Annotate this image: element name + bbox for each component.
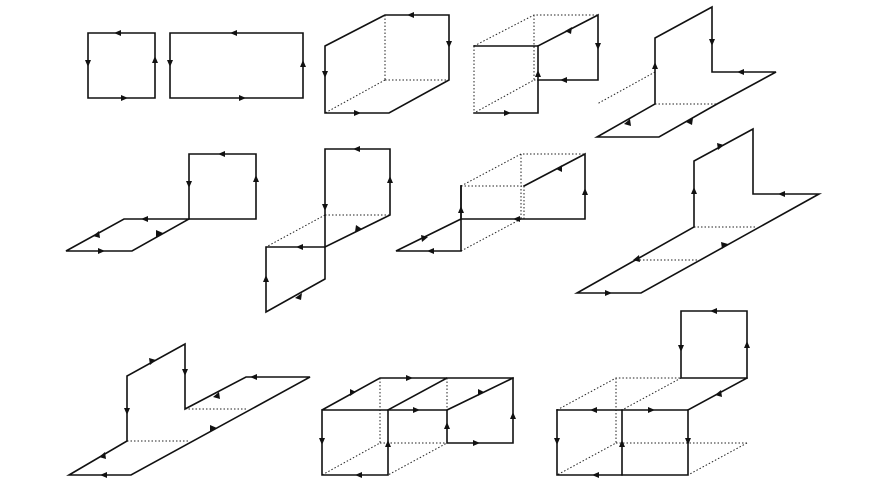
prism-loop-back-edges bbox=[473, 13, 601, 116]
arrow-icon bbox=[263, 146, 393, 300]
arrow-icon bbox=[85, 30, 158, 101]
wall-and-floor-loop bbox=[593, 5, 777, 138]
rectangle-loop bbox=[167, 30, 306, 101]
arrow-icon bbox=[99, 358, 257, 478]
raised-square-and-floor-loop bbox=[65, 151, 259, 254]
arrow-icon bbox=[421, 165, 588, 254]
double-box-loop bbox=[319, 375, 516, 478]
arrow-icon bbox=[624, 39, 744, 126]
folded-strip-loop bbox=[263, 146, 393, 314]
prism-loop-front-edges bbox=[322, 12, 452, 116]
arrow-icon bbox=[93, 151, 259, 254]
arrow-icon bbox=[605, 143, 785, 296]
box-step-loop bbox=[395, 152, 588, 254]
wall-long-floor-loop bbox=[66, 342, 311, 478]
arrow-icon bbox=[167, 30, 306, 101]
box-with-tower-loop bbox=[554, 308, 750, 478]
square-loop bbox=[85, 30, 158, 101]
tall-wall-long-floor-loop bbox=[573, 127, 823, 296]
arrow-icon bbox=[504, 27, 601, 116]
arrow-icon bbox=[554, 308, 750, 478]
arrow-icon bbox=[322, 12, 452, 116]
arrow-icon bbox=[319, 375, 516, 478]
